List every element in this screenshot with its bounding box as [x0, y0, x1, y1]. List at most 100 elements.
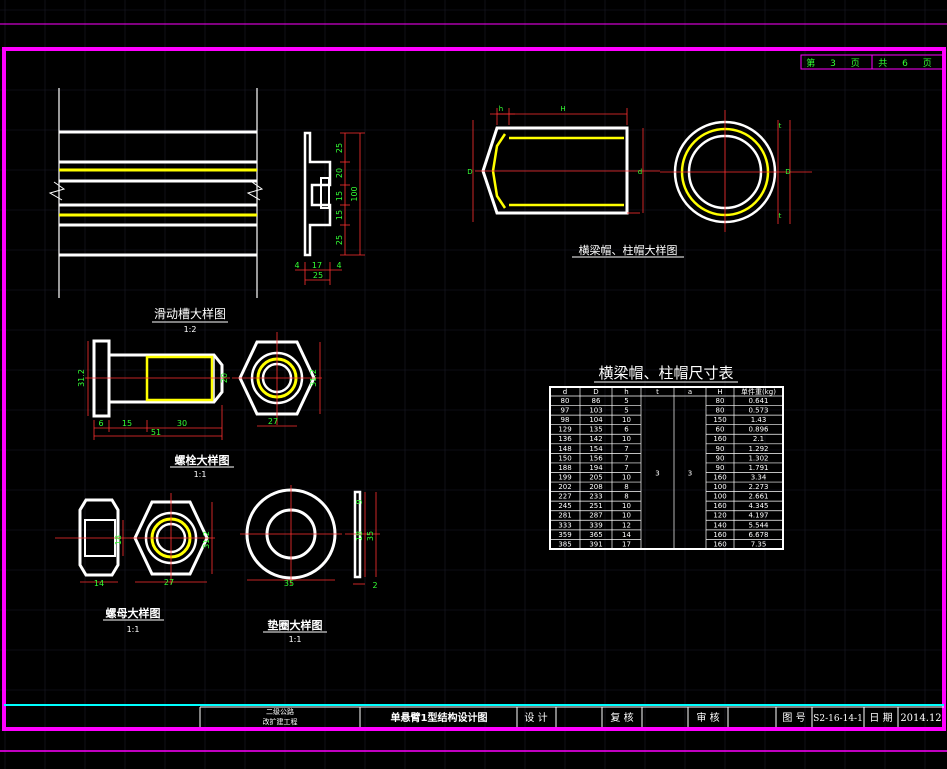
size-table-title: 横梁帽、柱帽尺寸表: [598, 364, 733, 382]
table-cell: 10: [622, 416, 631, 424]
table-cell: 60: [716, 426, 725, 434]
table-cell-a: 3: [688, 469, 692, 477]
dim-w4b: 4: [336, 261, 341, 270]
table-cell: 120: [713, 512, 726, 520]
bolt-dim-6: 6: [98, 419, 103, 428]
cap-dim-H: H: [560, 105, 565, 113]
dim-25b: 25: [335, 235, 344, 245]
table-cell: 156: [589, 454, 603, 462]
table-cell: 129: [558, 426, 571, 434]
company-line-1: 二级公路: [266, 707, 294, 716]
sheet-total: 共 6 页: [878, 58, 937, 69]
washer-detail: 35 2 9 18 35 垫圈大样图 1:1: [240, 485, 380, 644]
table-cell: 90: [716, 454, 725, 462]
nut-title: 螺母大样图: [106, 606, 161, 620]
table-cell: 0.641: [748, 397, 768, 405]
table-cell: 80: [561, 397, 570, 405]
dim-w25: 25: [313, 271, 323, 280]
table-cell: 160: [713, 473, 726, 481]
table-cell: 4.345: [748, 502, 768, 510]
date-value: 2014.12: [900, 713, 941, 724]
table-cell: 142: [589, 435, 602, 443]
cap-title: 横梁帽、柱帽大样图: [579, 243, 678, 257]
washer-dim-9: 9: [355, 499, 364, 504]
table-cell: 194: [589, 464, 603, 472]
table-cell: 2.661: [748, 493, 768, 501]
table-cell-t: 3: [655, 469, 659, 477]
table-cell: 281: [558, 512, 571, 520]
table-cell: 1.791: [748, 464, 768, 472]
table-cell: 80: [716, 397, 725, 405]
cap-dim-D: D: [467, 168, 472, 176]
dim-15b: 15: [335, 210, 344, 220]
figno-value: S2-16-14-1: [813, 714, 863, 724]
table-cell: 1.43: [751, 416, 767, 424]
groove-scale: 1:2: [184, 325, 197, 334]
table-header-cell: a: [688, 388, 692, 396]
table-cell: 100: [713, 483, 726, 491]
table-cell: 333: [558, 521, 571, 529]
washer-title: 垫圈大样图: [268, 618, 323, 632]
washer-dim-18: 18: [355, 531, 364, 541]
table-cell: 6.678: [748, 531, 768, 539]
dim-100: 100: [350, 186, 359, 201]
table-cell: 140: [713, 521, 726, 529]
cap-detail: h H D d t D t 横梁帽、柱帽大样图: [467, 105, 812, 258]
table-cell: 391: [589, 540, 602, 548]
table-header-cell: H: [717, 388, 722, 396]
nut-detail: 18 14 27 31.2 螺母大样图 1:1: [55, 493, 215, 634]
table-cell: 160: [713, 435, 726, 443]
table-cell: 97: [561, 407, 570, 415]
dim-25a: 25: [335, 143, 344, 153]
approve-label: 审 核: [696, 711, 719, 724]
table-cell: 251: [589, 502, 602, 510]
table-cell: 154: [589, 445, 603, 453]
table-cell: 104: [589, 416, 603, 424]
table-cell: 5: [624, 397, 628, 405]
bolt-dim-left: 31.2: [77, 369, 86, 387]
table-cell: 160: [713, 502, 726, 510]
table-cell: 135: [589, 426, 602, 434]
bolt-dim-head: 31.2: [309, 369, 318, 387]
washer-dim-35: 35: [284, 579, 294, 588]
table-cell: 2.273: [748, 483, 768, 491]
title-block: 二级公路 改扩建工程 单悬臂1型结构设计图 设 计 复 核 审 核 图 号 S2…: [199, 706, 944, 727]
bolt-dim-27: 27: [268, 417, 278, 426]
table-cell: 80: [716, 407, 725, 415]
table-cell: 1.302: [748, 454, 768, 462]
table-header-cell: t: [656, 388, 659, 396]
table-cell: 7: [624, 464, 628, 472]
table-cell: 150: [558, 454, 571, 462]
table-cell: 17: [622, 540, 631, 548]
table-cell: 199: [558, 473, 571, 481]
bolt-detail: 31.2 20 31.2 6 15 30 51 27 螺栓大样图 1:1: [77, 332, 322, 479]
dim-w17: 17: [312, 261, 322, 270]
nut-scale: 1:1: [127, 625, 140, 634]
table-cell: 385: [558, 540, 571, 548]
table-cell: 10: [622, 473, 631, 481]
table-cell: 205: [589, 473, 602, 481]
table-cell: 12: [622, 521, 631, 529]
table-header-cell: 单件重(kg): [741, 387, 776, 396]
table-cell: 136: [558, 435, 572, 443]
table-cell: 90: [716, 464, 725, 472]
dim-15a: 15: [335, 191, 344, 201]
bolt-dim-shank: 20: [220, 373, 229, 383]
table-cell: 287: [589, 512, 602, 520]
table-cell: 98: [561, 416, 570, 424]
nut-dim-18: 18: [114, 535, 123, 545]
bolt-scale: 1:1: [194, 470, 207, 479]
table-cell: 208: [589, 483, 602, 491]
table-cell: 90: [716, 445, 725, 453]
table-cell: 3.34: [751, 473, 767, 481]
washer-dim-35v: 35: [366, 531, 375, 541]
table-cell: 2.1: [753, 435, 764, 443]
dim-w4a: 4: [294, 261, 299, 270]
table-cell: 365: [589, 531, 602, 539]
table-header-cell: D: [593, 388, 598, 396]
cap-dim-h: h: [499, 105, 503, 113]
table-cell: 86: [592, 397, 601, 405]
